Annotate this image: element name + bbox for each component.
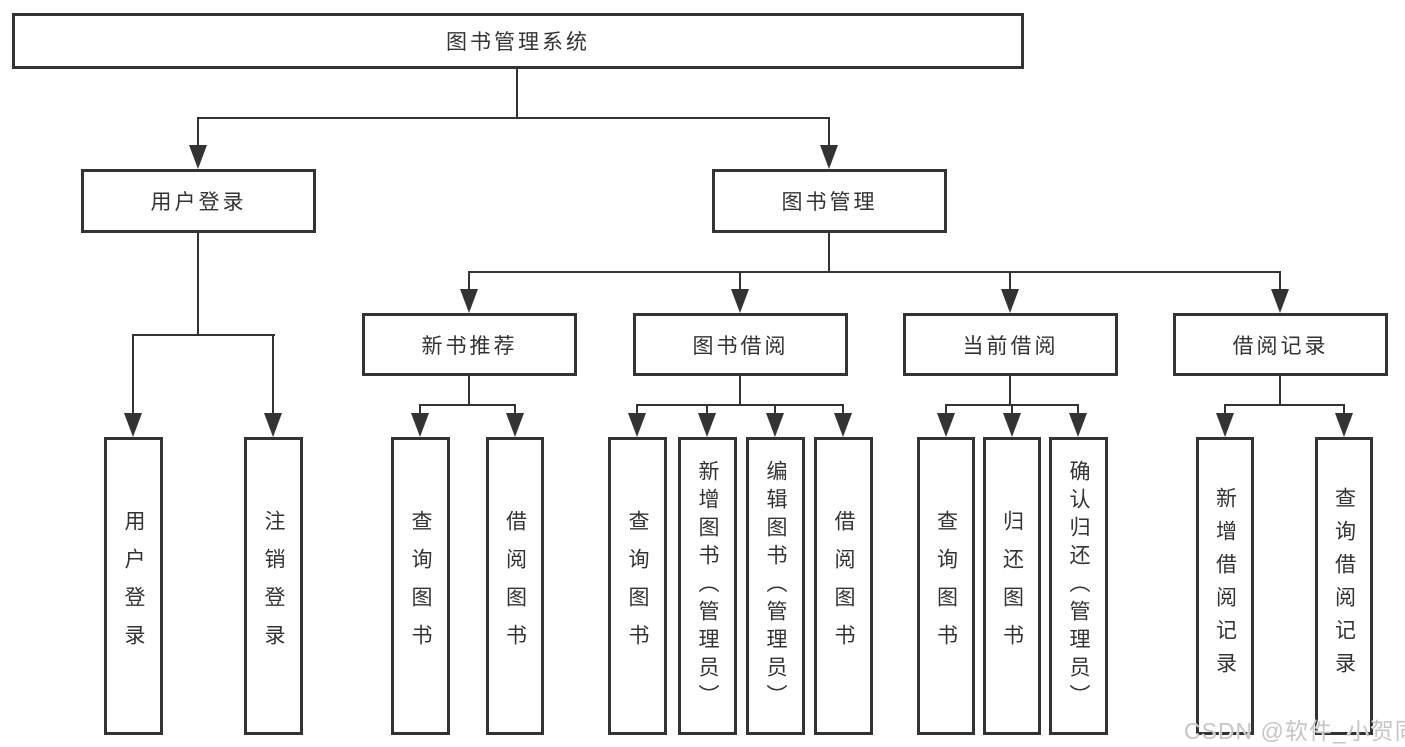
arrow-down-icon bbox=[698, 413, 716, 437]
leaf-newbook-borrow-books-label: 借阅图书 bbox=[503, 510, 527, 662]
leaf-records-query-record-label: 查询借阅记录 bbox=[1332, 487, 1356, 685]
connector-user-stem bbox=[197, 233, 199, 336]
leaf-records-query-record: 查询借阅记录 bbox=[1315, 437, 1373, 735]
arrow-down-icon bbox=[731, 289, 749, 313]
leaf-current-query-books-label: 查询图书 bbox=[934, 510, 958, 662]
connector-sec4-leaf1-drop bbox=[1224, 404, 1226, 415]
leaf-borrow-edit-books-admin-label: 编辑图书（管理员） bbox=[764, 460, 787, 712]
connector-sec2-stem bbox=[739, 376, 741, 406]
connector-sec1-stem bbox=[468, 376, 470, 406]
leaf-logout-login-label: 注销登录 bbox=[262, 510, 285, 662]
leaf-borrow-add-books-admin: 新增图书（管理员） bbox=[678, 437, 737, 735]
node-new-book-recommend: 新书推荐 bbox=[362, 313, 577, 376]
connector-user-bar bbox=[133, 334, 275, 336]
connector-user-leaf2-drop bbox=[272, 334, 274, 415]
arrow-down-icon bbox=[411, 413, 429, 437]
node-user-login-branch: 用户登录 bbox=[81, 169, 316, 233]
node-current-borrowing-label: 当前借阅 bbox=[962, 334, 1059, 358]
connector-sec2-leaf3-drop bbox=[774, 404, 776, 415]
connector-book-bar bbox=[468, 271, 1281, 273]
node-library-system: 图书管理系统 bbox=[12, 13, 1024, 69]
node-new-book-recommend-label: 新书推荐 bbox=[421, 334, 518, 358]
leaf-borrow-query-books-label: 查询图书 bbox=[626, 510, 649, 662]
connector-sec4-stem bbox=[1279, 376, 1281, 406]
leaf-user-login-label: 用户登录 bbox=[122, 510, 145, 662]
connector-sec2-leaf2-drop bbox=[706, 404, 708, 415]
leaf-current-return-books-label: 归还图书 bbox=[1000, 510, 1024, 662]
connector-book-stem bbox=[828, 233, 830, 273]
node-borrowing-records-label: 借阅记录 bbox=[1232, 334, 1329, 358]
node-book-management: 图书管理 bbox=[712, 169, 947, 233]
leaf-user-login: 用户登录 bbox=[104, 437, 163, 735]
leaf-borrow-add-books-admin-label: 新增图书（管理员） bbox=[696, 460, 719, 712]
connector-sec3-leaf2-drop bbox=[1011, 404, 1013, 415]
connector-book-drop bbox=[828, 117, 830, 147]
leaf-borrow-edit-books-admin: 编辑图书（管理员） bbox=[746, 437, 805, 735]
arrow-down-icon bbox=[189, 145, 207, 169]
leaf-current-query-books: 查询图书 bbox=[917, 437, 975, 735]
connector-root-stem bbox=[516, 69, 518, 117]
connector-sec2-drop bbox=[739, 271, 741, 291]
connector-sec4-leaf2-drop bbox=[1343, 404, 1345, 415]
arrow-down-icon bbox=[460, 289, 478, 313]
connector-user-leaf1-drop bbox=[132, 334, 134, 415]
connector-sec3-leaf3-drop bbox=[1077, 404, 1079, 415]
connector-root-bar bbox=[197, 117, 830, 119]
connector-sec1-leaf2-drop bbox=[514, 404, 516, 415]
arrow-down-icon bbox=[1335, 413, 1353, 437]
leaf-current-confirm-return-admin: 确认归还（管理员） bbox=[1049, 437, 1108, 735]
arrow-down-icon bbox=[1271, 289, 1289, 313]
arrow-down-icon bbox=[834, 413, 852, 437]
connector-sec3-drop bbox=[1009, 271, 1011, 291]
arrow-down-icon bbox=[766, 413, 784, 437]
leaf-borrow-query-books: 查询图书 bbox=[608, 437, 667, 735]
leaf-borrow-borrow-books: 借阅图书 bbox=[814, 437, 873, 735]
node-book-borrowing-label: 图书借阅 bbox=[692, 334, 789, 358]
connector-sec4-drop bbox=[1279, 271, 1281, 291]
connector-sec3-stem bbox=[1009, 376, 1011, 406]
leaf-records-add-record: 新增借阅记录 bbox=[1196, 437, 1254, 735]
node-book-management-label: 图书管理 bbox=[781, 191, 878, 214]
node-book-borrowing: 图书借阅 bbox=[633, 313, 848, 376]
connector-sec1-bar bbox=[419, 404, 516, 406]
connector-sec4-bar bbox=[1224, 404, 1345, 406]
leaf-current-confirm-return-admin-label: 确认归还（管理员） bbox=[1067, 460, 1090, 712]
leaf-newbook-query-books-label: 查询图书 bbox=[409, 510, 432, 662]
connector-sec1-drop bbox=[468, 271, 470, 291]
arrow-down-icon bbox=[1001, 289, 1019, 313]
csdn-watermark: CSDN @软件_小贺同学 bbox=[1184, 718, 1405, 744]
connector-sec1-leaf1-drop bbox=[419, 404, 421, 415]
leaf-records-add-record-label: 新增借阅记录 bbox=[1213, 487, 1237, 685]
node-library-system-label: 图书管理系统 bbox=[446, 31, 590, 54]
node-user-login-label: 用户登录 bbox=[150, 191, 247, 214]
leaf-borrow-borrow-books-label: 借阅图书 bbox=[832, 510, 855, 662]
arrow-down-icon bbox=[264, 413, 282, 437]
leaf-newbook-query-books: 查询图书 bbox=[391, 437, 450, 735]
connector-sec2-leaf1-drop bbox=[636, 404, 638, 415]
connector-sec2-bar bbox=[636, 404, 844, 406]
arrow-down-icon bbox=[1069, 413, 1087, 437]
leaf-newbook-borrow-books: 借阅图书 bbox=[486, 437, 544, 735]
arrow-down-icon bbox=[1003, 413, 1021, 437]
arrow-down-icon bbox=[1216, 413, 1234, 437]
node-current-borrowing: 当前借阅 bbox=[903, 313, 1118, 376]
arrow-down-icon bbox=[506, 413, 524, 437]
arrow-down-icon bbox=[937, 413, 955, 437]
connector-sec3-leaf1-drop bbox=[945, 404, 947, 415]
leaf-current-return-books: 归还图书 bbox=[983, 437, 1041, 735]
arrow-down-icon bbox=[628, 413, 646, 437]
arrow-down-icon bbox=[124, 413, 142, 437]
connector-user-drop bbox=[197, 117, 199, 147]
node-borrowing-records: 借阅记录 bbox=[1173, 313, 1388, 376]
arrow-down-icon bbox=[820, 145, 838, 169]
connector-sec2-leaf4-drop bbox=[842, 404, 844, 415]
leaf-logout-login: 注销登录 bbox=[244, 437, 303, 735]
